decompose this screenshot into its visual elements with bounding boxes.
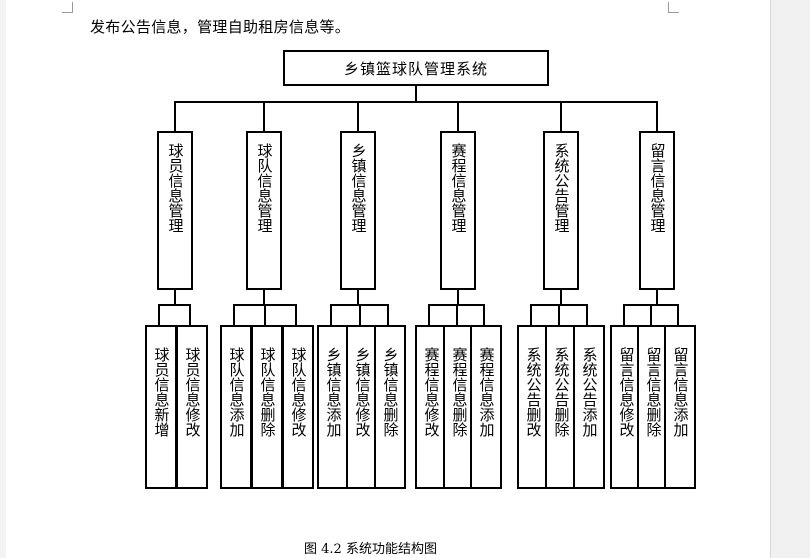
module-node-1-label: 球员信息管理 [166,143,185,233]
child-node-5-3-label: 系统公告添加 [580,347,599,437]
child-connector-2-2 [264,304,266,325]
child-connector-5-2 [558,304,560,325]
child-node-5-1-label: 系统公告删改 [524,347,543,437]
root-node-label: 乡镇篮球队管理系统 [343,59,488,78]
child-connector-5-3 [586,304,588,325]
module-stem-5 [560,290,562,304]
child-node-2-2: 球队信息删除 [251,325,283,489]
child-connector-4-2 [456,304,458,325]
child-node-5-3: 系统公告添加 [573,325,605,489]
child-node-5-2-label: 系统公告删除 [552,347,571,437]
child-connector-2-3 [295,304,297,325]
child-connector-6-3 [677,304,679,325]
module-connector-1 [174,101,176,131]
child-node-1-1: 球员信息新增 [145,325,177,489]
page-edge-left [0,0,6,558]
child-node-4-2-label: 赛程信息删除 [450,347,469,437]
root-node: 乡镇篮球队管理系统 [283,50,549,86]
child-connector-3-1 [330,304,332,325]
module-connector-6 [656,101,658,131]
module-connector-2 [263,101,265,131]
figure-caption-text: 图 4.2 系统功能结构图 [304,542,437,557]
module-node-4-label: 赛程信息管理 [449,143,468,233]
child-node-3-1: 乡镇信息添加 [317,325,349,489]
module-stem-6 [656,290,658,304]
child-node-2-3-label: 球队信息修改 [289,347,308,437]
module-node-3-label: 乡镇信息管理 [349,143,368,233]
child-connector-4-1 [428,304,430,325]
module-bus [174,101,658,103]
module-node-2: 球队信息管理 [246,131,282,290]
child-node-6-3-label: 留言信息添加 [671,347,690,437]
child-node-2-3: 球队信息修改 [282,325,314,489]
root-connector [415,86,417,102]
child-connector-5-1 [530,304,532,325]
child-node-1-1-label: 球员信息新增 [152,347,171,437]
child-connector-3-2 [359,304,361,325]
margin-corner-mark-left [62,2,73,13]
child-connector-1-2 [189,304,191,325]
child-node-3-2-label: 乡镇信息修改 [353,347,372,437]
child-node-2-2-label: 球队信息删除 [258,347,277,437]
child-connector-1-1 [158,304,160,325]
child-connector-6-2 [650,304,652,325]
child-node-6-2: 留言信息删除 [637,325,669,489]
module-connector-3 [357,101,359,131]
module-node-2-label: 球队信息管理 [255,143,274,233]
child-node-5-2: 系统公告删除 [545,325,577,489]
module-stem-3 [357,290,359,304]
child-connector-4-3 [483,304,485,325]
child-node-6-1-label: 留言信息修改 [617,347,636,437]
module-node-6-label: 留言信息管理 [648,143,667,233]
child-node-6-3: 留言信息添加 [664,325,696,489]
child-node-3-1-label: 乡镇信息添加 [324,347,343,437]
module-node-4: 赛程信息管理 [440,131,476,290]
margin-corner-mark-right [668,2,679,13]
child-node-5-1: 系统公告删改 [517,325,549,489]
module-node-5: 系统公告管理 [543,131,579,290]
module-node-1: 球员信息管理 [157,131,193,290]
module-node-3: 乡镇信息管理 [340,131,376,290]
module-connector-5 [560,101,562,131]
module-connector-4 [457,101,459,131]
child-node-4-1-label: 赛程信息修改 [422,347,441,437]
child-node-2-1: 球队信息添加 [220,325,252,489]
child-connector-2-1 [233,304,235,325]
child-node-4-3-label: 赛程信息添加 [477,347,496,437]
child-node-1-2: 球员信息修改 [176,325,208,489]
child-connector-6-1 [623,304,625,325]
child-node-6-1: 留言信息修改 [610,325,642,489]
module-node-5-label: 系统公告管理 [552,143,571,233]
child-node-3-2: 乡镇信息修改 [346,325,378,489]
child-bus-1 [158,304,191,306]
child-connector-3-3 [387,304,389,325]
child-node-3-3: 乡镇信息删除 [374,325,406,489]
child-node-2-1-label: 球队信息添加 [227,347,246,437]
module-stem-4 [457,290,459,304]
child-node-6-2-label: 留言信息删除 [644,347,663,437]
page-edge-right [770,0,810,558]
child-node-3-3-label: 乡镇信息删除 [381,347,400,437]
intro-text: 发布公告信息，管理自助租房信息等。 [90,18,351,36]
child-node-1-2-label: 球员信息修改 [183,347,202,437]
module-stem-2 [263,290,265,304]
child-node-4-3: 赛程信息添加 [470,325,502,489]
module-stem-1 [174,290,176,304]
child-node-4-2: 赛程信息删除 [443,325,475,489]
module-node-6: 留言信息管理 [639,131,675,290]
